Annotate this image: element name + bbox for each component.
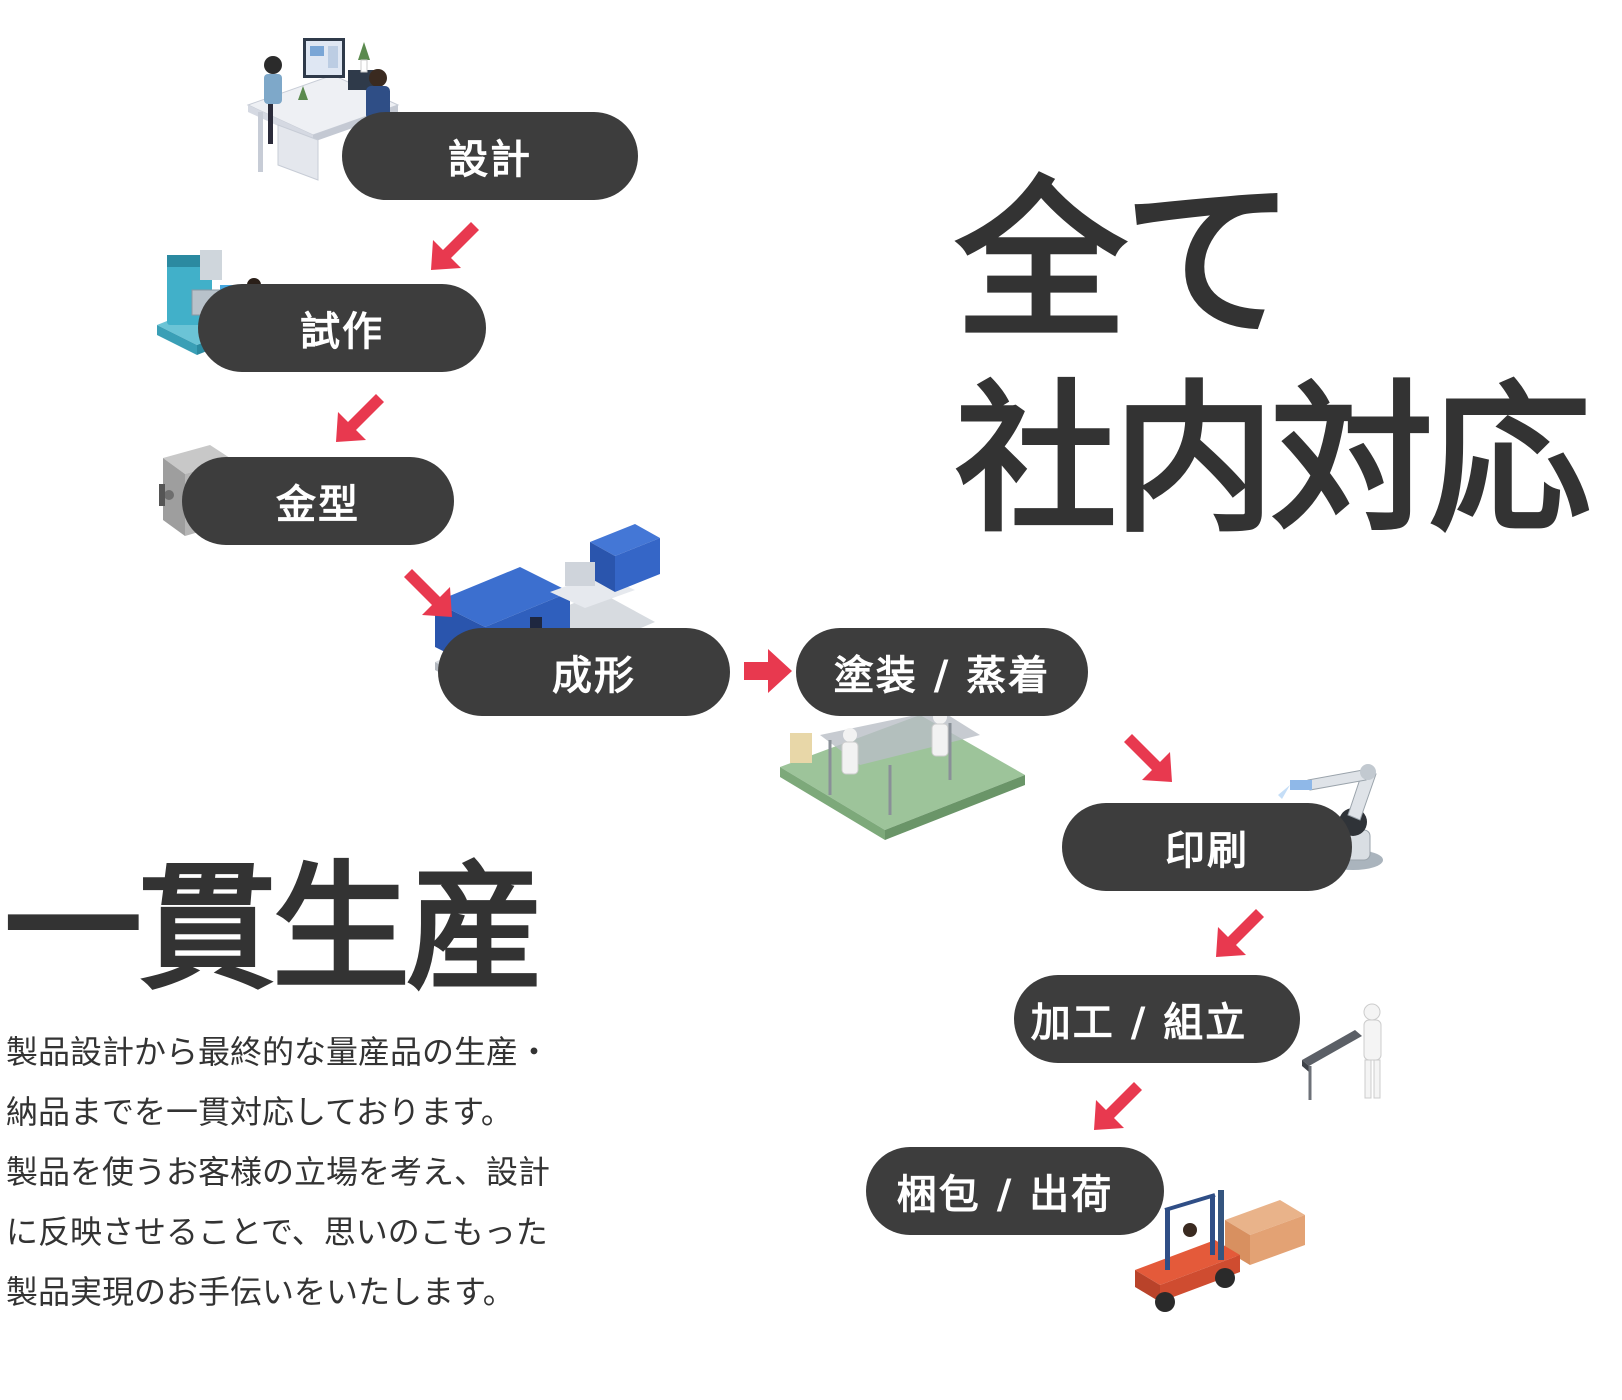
page-title: 一貫生産 (4, 848, 544, 1009)
step-printing-label: 印刷 (1165, 828, 1249, 874)
step-assembly-label: 加工 / 組立 (1030, 1000, 1248, 1046)
headline-line1: 全て (955, 161, 1295, 362)
arrow-down-left-icon (336, 394, 384, 442)
step-painting-label: 塗装 / 蒸着 (833, 653, 1051, 699)
headline-line2: 社内対応 (955, 367, 1591, 555)
step-prototype: 試作 (198, 284, 486, 372)
step-mold-label: 金型 (276, 482, 360, 528)
description-line: 製品設計から最終的な量産品の生産・ (6, 1033, 551, 1071)
step-shipping: 梱包 / 出荷 (866, 1147, 1164, 1235)
step-assembly: 加工 / 組立 (1014, 975, 1300, 1063)
arrow-down-right-icon (404, 569, 452, 617)
arrow-down-left-icon (1216, 909, 1264, 957)
step-painting: 塗装 / 蒸着 (796, 628, 1088, 716)
step-shipping-label: 梱包 / 出荷 (896, 1172, 1114, 1218)
forklift-illustration (1135, 1190, 1305, 1312)
description: 製品設計から最終的な量産品の生産・ 納品までを一貫対応しております。 製品を使う… (6, 1022, 606, 1322)
description-line: 製品を使うお客様の立場を考え、設計 (6, 1153, 551, 1191)
arrow-down-left-icon (431, 222, 479, 270)
step-design-label: 設計 (448, 137, 532, 183)
step-molding: 成形 (438, 628, 730, 716)
description-line: 納品までを一貫対応しております。 (6, 1093, 513, 1131)
step-mold: 金型 (182, 457, 454, 545)
arrow-down-left-icon (1094, 1082, 1142, 1130)
description-line: 製品実現のお手伝いをいたします。 (6, 1273, 515, 1311)
step-design: 設計 (342, 112, 638, 200)
painting-line-illustration (780, 710, 1025, 840)
description-line: に反映させることで、思いのこもった (6, 1213, 548, 1251)
assembly-worker-illustration (1302, 1003, 1382, 1100)
arrow-right-icon (744, 649, 792, 693)
step-printing: 印刷 (1062, 803, 1352, 891)
step-molding-label: 成形 (552, 653, 636, 699)
step-prototype-label: 試作 (300, 309, 384, 355)
arrow-down-right-icon (1124, 734, 1172, 782)
